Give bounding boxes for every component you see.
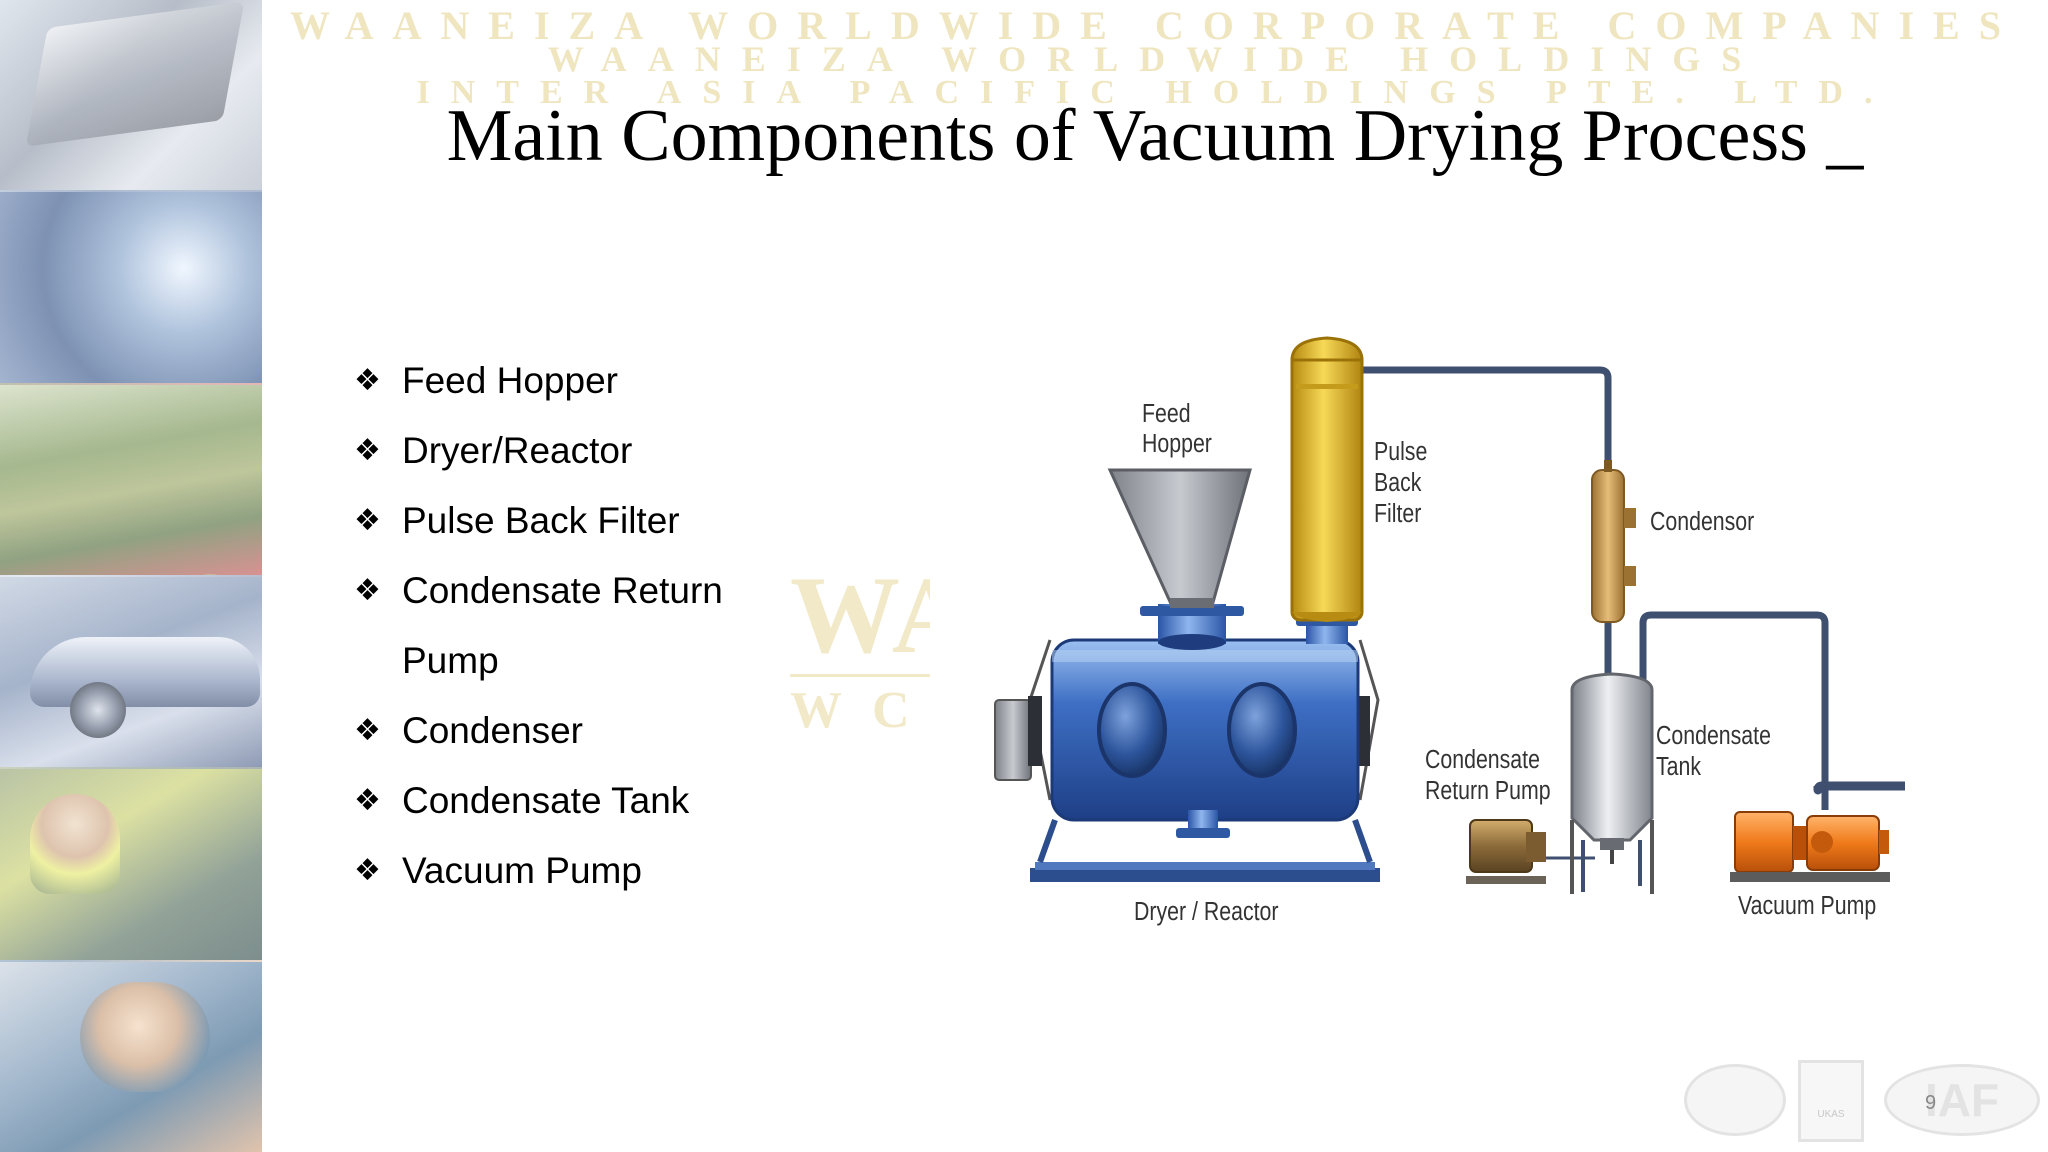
feed-hopper	[1107, 468, 1252, 608]
pulse-back-filter	[1290, 336, 1364, 622]
list-item: ❖Pulse Back Filter	[354, 486, 814, 556]
label-condensate-return-pump: Condensate Return Pump	[1425, 745, 1551, 806]
label-pulse-back-filter: Pulse Back Filter	[1374, 437, 1433, 529]
photo-car	[0, 574, 262, 768]
watermark-line-3: INTER ASIA PACIFIC HOLDINGS PTE. LTD.	[416, 74, 1894, 111]
label-dryer-reactor: Dryer / Reactor	[1134, 897, 1279, 927]
label-vacuum-pump: Vacuum Pump	[1738, 891, 1876, 921]
list-item: ❖Dryer/Reactor	[354, 416, 814, 486]
center-watermark-logo: WA WC	[790, 560, 930, 730]
bullet-diamond-icon: ❖	[354, 503, 381, 538]
label-feed-hopper: Feed Hopper	[1142, 399, 1212, 459]
label-condensate-tank: Condensate Tank	[1656, 721, 1777, 782]
bullet-diamond-icon: ❖	[354, 713, 381, 748]
list-item: ❖Condenser	[354, 696, 814, 766]
ukas-logo: UKAS	[1798, 1060, 1864, 1142]
photo-worker	[0, 767, 262, 960]
vacuum-pump	[1730, 811, 1890, 882]
photo-laptop	[0, 0, 262, 191]
iaf-logo: IAF	[1884, 1064, 2040, 1136]
bullet-diamond-icon: ❖	[354, 783, 381, 818]
list-item: ❖Condensate Return Pump	[354, 556, 814, 696]
bullet-diamond-icon: ❖	[354, 573, 381, 608]
photo-water-splash	[0, 190, 262, 383]
photo-watermelons	[0, 382, 262, 575]
photo-doctor	[0, 959, 262, 1152]
left-photo-strip	[0, 0, 262, 1152]
condensor	[1591, 460, 1636, 623]
list-item: ❖Vacuum Pump	[354, 836, 814, 906]
diagram-labels: Feed Hopper Pulse Back Filter Condensor …	[1134, 399, 1876, 927]
list-item: ❖Condensate Tank	[354, 766, 814, 836]
label-condensor: Condensor	[1650, 507, 1754, 537]
slide-title: Main Components of Vacuum Drying Process…	[446, 95, 1864, 177]
condensate-tank	[1570, 672, 1654, 894]
bullet-diamond-icon: ❖	[354, 853, 381, 888]
pipe-network	[1360, 366, 1905, 892]
watermark-line-1: WAANEIZA WORLDWIDE CORPORATE COMPANIES	[290, 3, 2020, 48]
page-number: 9	[1925, 1092, 1937, 1114]
bullet-diamond-icon: ❖	[354, 363, 381, 398]
condensate-return-pump	[1466, 819, 1546, 884]
component-list: ❖Feed Hopper ❖Dryer/Reactor ❖Pulse Back …	[354, 346, 814, 906]
list-item: ❖Feed Hopper	[354, 346, 814, 416]
certification-logo-left	[1684, 1064, 1786, 1136]
bullet-diamond-icon: ❖	[354, 433, 381, 468]
watermark-line-2: WAANEIZA WORLDWIDE HOLDINGS	[547, 39, 1763, 79]
dryer-reactor	[994, 604, 1380, 882]
